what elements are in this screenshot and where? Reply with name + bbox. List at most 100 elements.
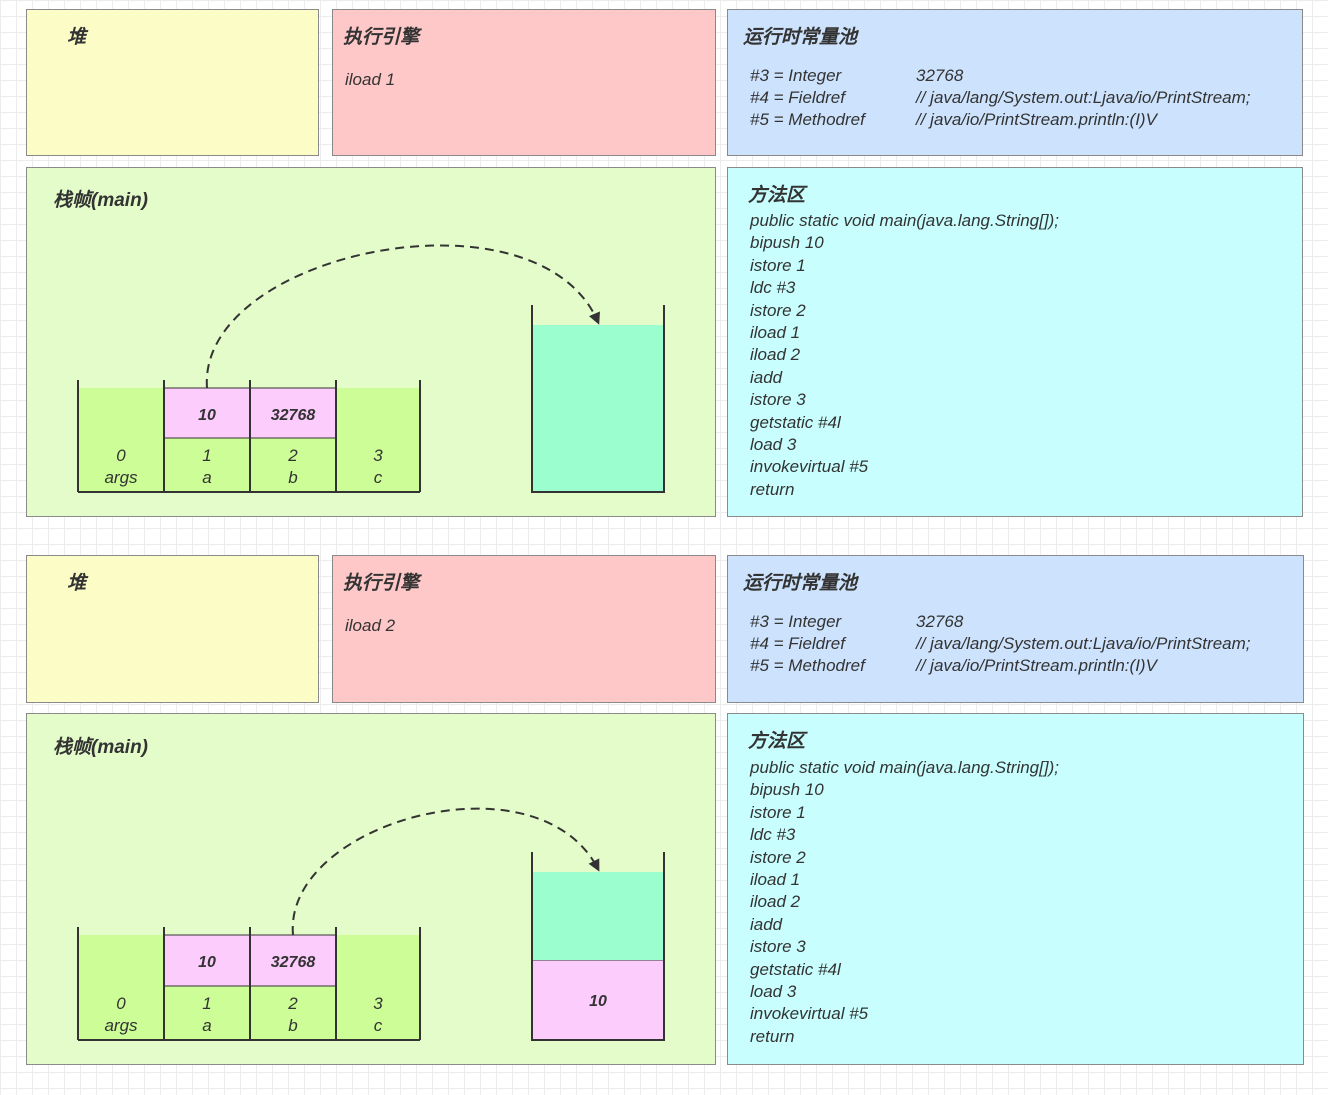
pool-entry: #5 = Methodref // java/io/PrintStream.pri… — [750, 110, 1157, 130]
constant-pool-title: 运行时常量池 — [743, 27, 858, 48]
local-var-value-cell — [78, 935, 164, 986]
local-var-name: args — [104, 1016, 138, 1035]
code-line: iload 1 — [750, 322, 801, 342]
pool-entry-key: #3 = Integer — [750, 612, 842, 631]
bytecode-listing: public static void main(java.lang.String… — [750, 210, 1059, 501]
load-arrow — [205, 244, 600, 389]
local-var-slot — [78, 438, 164, 492]
code-line: istore 1 — [750, 802, 806, 822]
local-var-slot — [164, 986, 250, 1040]
code-line: invokevirtual #5 — [750, 457, 869, 477]
code-line: istore 2 — [750, 847, 806, 867]
code-line: istore 3 — [750, 937, 806, 957]
local-var-value-cell — [250, 388, 336, 438]
local-var-slot — [336, 986, 420, 1040]
pool-entry-value: 32768 — [916, 66, 964, 85]
code-line: load 3 — [750, 981, 797, 1001]
code-line: ldc #3 — [750, 825, 796, 845]
operand-stack-value: 10 — [589, 993, 607, 1010]
local-var-index: 0 — [116, 994, 126, 1013]
local-var-name: args — [104, 468, 138, 487]
code-line: load 3 — [750, 434, 797, 454]
code-line: return — [750, 479, 795, 499]
code-line: getstatic #4l — [750, 412, 841, 432]
code-line: istore 2 — [750, 300, 806, 320]
local-var-slot — [164, 438, 250, 492]
method-area-panel-1: 方法区 public static void main(java.lang.St… — [727, 167, 1303, 517]
code-line: iload 2 — [750, 892, 801, 912]
local-var-slot — [250, 986, 336, 1040]
local-var-value: 32768 — [271, 407, 316, 424]
pool-entry-value: // java/lang/System.out:Ljava/io/PrintSt… — [916, 634, 1251, 653]
method-area-title: 方法区 — [748, 731, 806, 752]
operand-stack-container — [531, 305, 665, 493]
heap-panel-2: 堆 — [26, 555, 319, 703]
code-line: iadd — [750, 367, 783, 387]
pool-entry: #3 = Integer 32768 — [750, 66, 963, 86]
pool-entry-key: #4 = Fieldref — [750, 88, 845, 107]
heap-title: 堆 — [67, 27, 87, 48]
stack-frame-title: 栈帧(main) — [53, 737, 149, 758]
local-var-value: 32768 — [271, 954, 316, 971]
method-area-title: 方法区 — [748, 185, 806, 206]
code-line: public static void main(java.lang.String… — [750, 758, 1059, 777]
local-var-index: 3 — [373, 446, 383, 465]
pool-entry-key: #5 = Methodref — [750, 110, 865, 129]
engine-title: 执行引擎 — [343, 27, 420, 48]
current-instruction: iload 2 — [345, 616, 396, 635]
local-var-value-cell — [78, 388, 164, 438]
local-var-index: 2 — [287, 446, 298, 465]
engine-panel-1: 执行引擎 iload 1 — [332, 9, 716, 156]
local-var-index: 2 — [287, 994, 298, 1013]
pool-entry-value: // java/io/PrintStream.println:(I)V — [916, 110, 1157, 129]
local-var-name: c — [374, 1016, 383, 1035]
pool-entry-key: #4 = Fieldref — [750, 634, 845, 653]
pool-entry: #4 = Fieldref // java/lang/System.out:Lja… — [750, 634, 1251, 654]
local-var-name: b — [288, 468, 297, 487]
local-var-value-cell — [164, 388, 250, 438]
operand-stack-container — [531, 852, 665, 1041]
engine-title: 执行引擎 — [343, 573, 420, 594]
code-line: iload 2 — [750, 345, 801, 365]
local-var-index: 3 — [373, 994, 383, 1013]
engine-panel-2: 执行引擎 iload 2 — [332, 555, 716, 703]
code-line: bipush 10 — [750, 233, 824, 253]
pool-entry-key: #3 = Integer — [750, 66, 842, 85]
pool-entry: #4 = Fieldref // java/lang/System.out:Lja… — [750, 88, 1251, 108]
code-line: istore 1 — [750, 255, 806, 275]
pool-entry-key: #5 = Methodref — [750, 656, 865, 675]
bytecode-listing: public static void main(java.lang.String… — [750, 757, 1059, 1048]
heap-title: 堆 — [67, 573, 87, 594]
code-line: invokevirtual #5 — [750, 1004, 869, 1024]
heap-panel-1: 堆 — [26, 9, 319, 156]
pool-entry-value: // java/lang/System.out:Ljava/io/PrintSt… — [916, 88, 1251, 107]
code-line: ldc #3 — [750, 278, 796, 298]
constant-pool-title: 运行时常量池 — [743, 573, 858, 594]
operand-stack-free-space — [532, 325, 664, 492]
local-var-name: b — [288, 1016, 297, 1035]
local-var-name: c — [374, 468, 383, 487]
local-var-value: 10 — [198, 954, 216, 971]
code-line: iadd — [750, 914, 783, 934]
code-line: iload 1 — [750, 869, 801, 889]
code-line: istore 3 — [750, 390, 806, 410]
local-var-name: a — [202, 468, 211, 487]
pool-entry: #5 = Methodref // java/io/PrintStream.pri… — [750, 656, 1157, 676]
pool-entry-value: // java/io/PrintStream.println:(I)V — [916, 656, 1157, 675]
stack-frame-title: 栈帧(main) — [53, 190, 149, 211]
local-var-index: 0 — [116, 446, 126, 465]
local-var-index: 1 — [202, 446, 211, 465]
code-line: bipush 10 — [750, 780, 824, 800]
local-var-value-cell — [336, 935, 420, 986]
code-line: return — [750, 1026, 795, 1046]
local-var-slot — [336, 438, 420, 492]
local-var-index: 1 — [202, 994, 211, 1013]
local-var-value-cell — [250, 935, 336, 986]
local-var-slot — [250, 438, 336, 492]
constant-pool-panel-1: 运行时常量池 #3 = Integer 32768 #4 = Fieldref //… — [727, 9, 1303, 156]
code-line: public static void main(java.lang.String… — [750, 211, 1059, 230]
load-arrow — [291, 807, 600, 936]
local-var-slot — [78, 986, 164, 1040]
